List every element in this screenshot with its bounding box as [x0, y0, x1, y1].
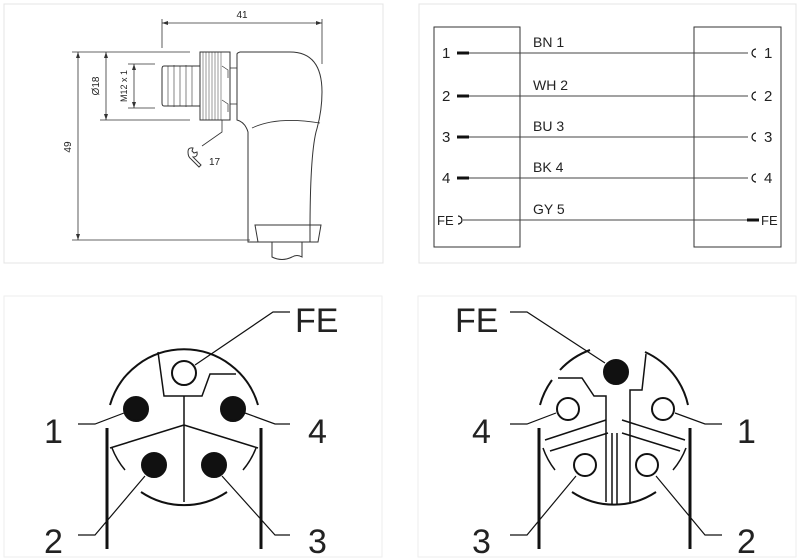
pin-1: [651, 397, 675, 421]
pin-2: [635, 453, 659, 477]
right-pin-label: FE: [761, 213, 778, 228]
female-contact-icon: [751, 91, 757, 101]
wire-row: 4 BK 4 4: [442, 159, 772, 187]
male-label-4: 4: [308, 413, 327, 451]
pin-fe: [603, 359, 629, 385]
male-label-fe: FE: [295, 302, 338, 340]
panel-male-pinout: [3, 295, 383, 558]
male-label-2: 2: [44, 523, 63, 558]
female-label-1: 1: [737, 413, 756, 451]
diameter-dimension: Ø18: [91, 76, 102, 95]
right-pin-label: 2: [764, 88, 772, 105]
female-label-4: 4: [472, 413, 491, 451]
right-pin-label: 3: [764, 129, 772, 146]
female-contact-icon: [457, 215, 463, 225]
length-dimension: 41: [236, 10, 248, 21]
female-contact-icon: [751, 173, 757, 183]
pin-fe: [171, 360, 197, 386]
wrench-size: 17: [209, 157, 221, 168]
female-pinout: [510, 311, 722, 549]
wire-color-label: WH 2: [533, 77, 568, 93]
right-pin-label: 4: [764, 170, 772, 187]
female-label-3: 3: [472, 523, 491, 558]
wiring-diagram: 1 BN 1 1 2 WH 2 2 3 BU 3 3 4 BK 4 4FE GY 5 FE: [433, 26, 782, 248]
panel-wiring: [418, 3, 797, 264]
female-contact-icon: [751, 132, 757, 142]
left-pin-label: 2: [442, 88, 450, 105]
height-dimension: 49: [63, 141, 74, 153]
pin-1: [123, 396, 149, 422]
dimension-drawing: 41 49 Ø18 M12 x 1 17: [63, 10, 323, 260]
male-label-1: 1: [44, 413, 63, 451]
left-pin-label: 3: [442, 129, 450, 146]
wire-row: 3 BU 3 3: [442, 118, 772, 146]
male-pinout: [78, 311, 290, 549]
pin-4: [556, 397, 580, 421]
wire-color-label: BU 3: [533, 118, 564, 134]
pin-3: [573, 453, 597, 477]
panel-female-pinout: [417, 295, 797, 558]
wire-color-label: BN 1: [533, 34, 564, 50]
right-pin-label: 1: [764, 45, 772, 62]
wire-row: FE GY 5 FE: [437, 201, 778, 228]
wire-color-label: GY 5: [533, 201, 565, 217]
left-pin-label: 4: [442, 170, 450, 187]
panel-dimensions: [3, 3, 384, 264]
thread-dimension: M12 x 1: [119, 70, 129, 102]
female-contact-icon: [751, 48, 757, 58]
wire-row: 1 BN 1 1: [442, 34, 772, 62]
pin-2: [141, 452, 167, 478]
wrench-icon: [187, 147, 202, 168]
left-pin-label: 1: [442, 45, 450, 62]
wire-color-label: BK 4: [533, 159, 564, 175]
female-label-2: 2: [737, 523, 756, 558]
pin-4: [220, 396, 246, 422]
wire-row: 2 WH 2 2: [442, 77, 772, 105]
left-pin-label: FE: [437, 213, 454, 228]
female-label-fe: FE: [455, 302, 498, 340]
pin-3: [201, 452, 227, 478]
male-label-3: 3: [308, 523, 327, 558]
